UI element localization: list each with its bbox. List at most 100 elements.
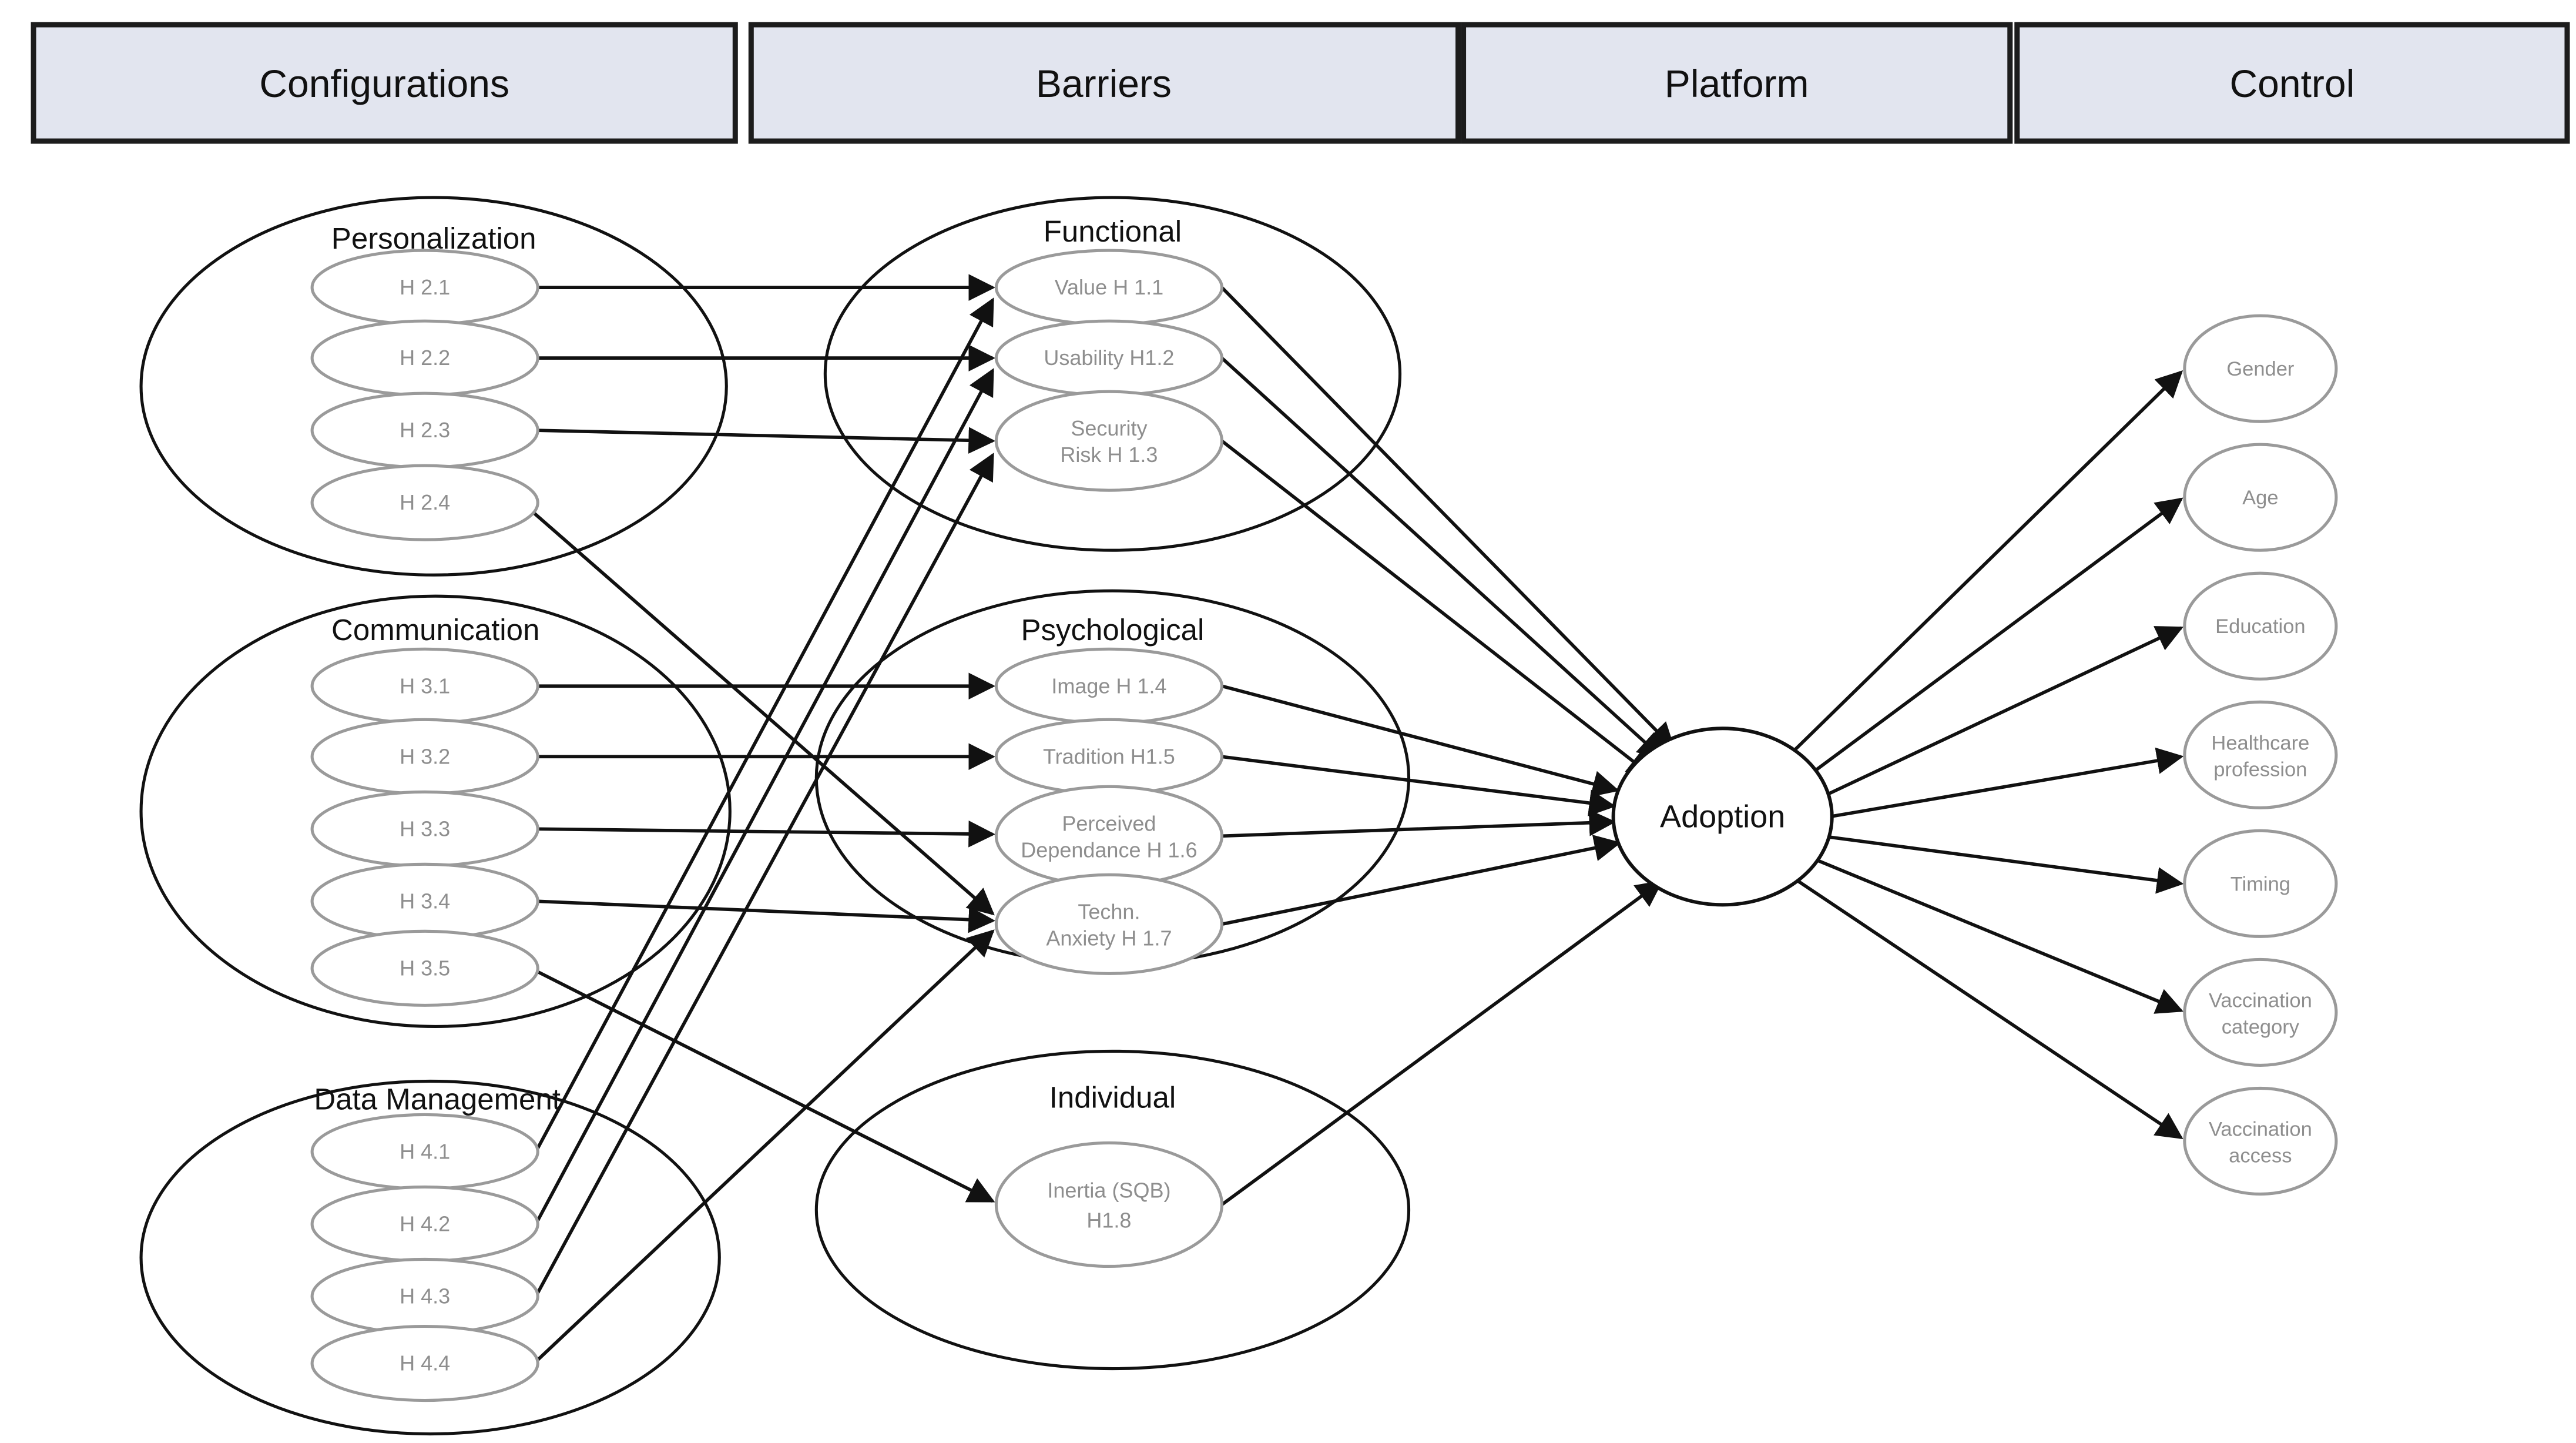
header-configurations: Configurations — [31, 22, 738, 144]
group-personalization: Personalization H 2.1 H 2.2 H 2.3 H 2.4 — [139, 196, 728, 577]
control-healthcare-profession-line1: Healthcare — [2211, 732, 2309, 754]
node-value-h1-1-label: Value H 1.1 — [1055, 275, 1163, 299]
group-data-management-ellipse — [139, 1079, 721, 1436]
node-techn-anxiety-h1-7 — [994, 873, 1224, 975]
node-inertia-sqb-h1-8-line2: H1.8 — [1086, 1208, 1131, 1232]
control-timing-label: Timing — [2230, 873, 2290, 895]
header-control-label: Control — [2229, 62, 2354, 105]
group-functional-ellipse — [823, 196, 1402, 552]
node-h3-5-label: H 3.5 — [400, 956, 450, 980]
node-h4-4 — [310, 1324, 539, 1402]
group-data-management: Data Management H 4.1 H 4.2 H 4.3 H 4.4 — [139, 1079, 721, 1436]
node-h3-3-label: H 3.3 — [400, 816, 450, 841]
group-individual: Individual Inertia (SQB) H1.8 — [814, 1049, 1411, 1371]
group-psychological-label: Psychological — [1021, 613, 1205, 647]
group-functional: Functional Value H 1.1 Usability H1.2 Se… — [823, 196, 1402, 552]
control-vaccination-category: Vaccination category — [2183, 957, 2338, 1067]
control-education-ellipse — [2183, 571, 2338, 681]
node-security-risk-h1-3 — [994, 390, 1224, 492]
edge-inertia-to-adoption — [1220, 880, 1663, 1206]
node-perceived-dependance-h1-6 — [994, 785, 1224, 887]
control-age: Age — [2183, 443, 2338, 552]
control-gender: Gender — [2183, 314, 2338, 423]
header-configurations-box — [31, 22, 738, 144]
edges — [533, 274, 2184, 1361]
node-perceived-dependance-h1-6-line1: Perceived — [1062, 811, 1156, 835]
node-security-risk-h1-3-line2: Risk H 1.3 — [1060, 443, 1158, 467]
group-functional-label: Functional — [1044, 215, 1182, 248]
column-headers: Configurations Barriers Platform Control — [31, 22, 2570, 144]
adoption-ellipse — [1611, 726, 1834, 907]
node-h2-4 — [310, 464, 539, 541]
edge-adoption-to-vaccination-category — [1804, 853, 2184, 1014]
control-healthcare-profession-line2: profession — [2213, 758, 2307, 781]
control-vaccination-access-line2: access — [2229, 1144, 2292, 1167]
node-inertia-sqb-h1-8 — [994, 1141, 1224, 1268]
header-barriers: Barriers — [748, 22, 1461, 144]
group-personalization-ellipse — [139, 196, 728, 577]
edge-adoption-to-vaccination-access — [1785, 871, 2183, 1139]
edge-h2-4-to-techn-anxiety — [533, 512, 995, 916]
control-healthcare-profession: Healthcare profession — [2183, 700, 2338, 809]
group-data-management-label: Data Management — [314, 1082, 561, 1116]
node-h4-2-label: H 4.2 — [400, 1211, 450, 1236]
control-nodes: Gender Age Education Healthcare professi… — [2183, 314, 2338, 1196]
node-h3-4-label: H 3.4 — [400, 889, 450, 913]
edge-adoption-to-education — [1820, 626, 2183, 799]
node-perceived-dependance-h1-6-line2: Dependance H 1.6 — [1021, 838, 1197, 862]
edge-adoption-to-healthcare-profession — [1830, 747, 2184, 819]
node-usability-h1-2-label: Usability H1.2 — [1044, 346, 1174, 370]
edge-tradition-to-adoption — [1222, 755, 1616, 816]
node-h3-5 — [310, 929, 539, 1007]
node-image-h1-4-label: Image H 1.4 — [1051, 674, 1166, 698]
header-control: Control — [2014, 22, 2570, 144]
control-education: Education — [2183, 571, 2338, 681]
edge-usability-to-adoption — [1220, 357, 1665, 761]
edge-value-to-adoption — [1220, 286, 1675, 750]
node-h2-1-label: H 2.1 — [400, 275, 450, 299]
edge-adoption-to-gender — [1785, 370, 2183, 760]
header-configurations-label: Configurations — [259, 62, 509, 105]
node-h4-4-label: H 4.4 — [400, 1351, 450, 1375]
control-vaccination-access: Vaccination access — [2183, 1086, 2338, 1196]
header-control-box — [2014, 22, 2570, 144]
edge-h2-3-to-security — [538, 427, 995, 454]
node-h2-3-label: H 2.3 — [400, 418, 450, 442]
node-techn-anxiety-h1-7-line2: Anxiety H 1.7 — [1046, 926, 1172, 950]
control-timing-ellipse — [2183, 829, 2338, 938]
group-communication-label: Communication — [331, 613, 539, 647]
header-platform: Platform — [1461, 22, 2013, 144]
group-communication: Communication H 3.1 H 3.2 H 3.3 H 3.4 H … — [139, 594, 732, 1028]
group-individual-ellipse — [814, 1049, 1411, 1371]
node-tradition-h1-5-label: Tradition H1.5 — [1043, 744, 1175, 768]
control-gender-ellipse — [2183, 314, 2338, 423]
header-barriers-box — [748, 22, 1461, 144]
edge-adoption-to-timing — [1821, 834, 2184, 894]
edge-h4-3-to-security — [536, 453, 994, 1294]
edge-adoption-to-age — [1804, 497, 2183, 779]
header-platform-label: Platform — [1665, 62, 1809, 105]
group-individual-label: Individual — [1049, 1080, 1176, 1114]
edge-h3-3-to-perceived-dependance — [538, 821, 995, 848]
control-vaccination-access-ellipse — [2183, 1086, 2338, 1196]
control-vaccination-category-line2: category — [2222, 1016, 2300, 1038]
header-platform-box — [1461, 22, 2013, 144]
adoption-node: Adoption — [1611, 726, 1834, 907]
header-barriers-label: Barriers — [1036, 62, 1172, 105]
node-h2-2-label: H 2.2 — [400, 346, 450, 370]
group-psychological: Psychological Image H 1.4 Tradition H1.5… — [814, 589, 1411, 975]
control-vaccination-category-ellipse — [2183, 957, 2338, 1067]
node-techn-anxiety-h1-7-line1: Techn. — [1078, 899, 1140, 923]
node-h4-1-label: H 4.1 — [400, 1139, 450, 1163]
node-h4-3-label: H 4.3 — [400, 1284, 450, 1308]
edge-h4-1-to-value — [536, 297, 994, 1149]
control-education-label: Education — [2215, 615, 2305, 638]
edge-h4-4-to-techn-anxiety — [536, 929, 995, 1361]
node-inertia-sqb-h1-8-line1: Inertia (SQB) — [1047, 1178, 1170, 1202]
adoption-label: Adoption — [1660, 799, 1785, 834]
control-age-ellipse — [2183, 443, 2338, 552]
node-h3-2-label: H 3.2 — [400, 744, 450, 768]
edge-h3-4-to-techn-anxiety — [538, 899, 995, 933]
